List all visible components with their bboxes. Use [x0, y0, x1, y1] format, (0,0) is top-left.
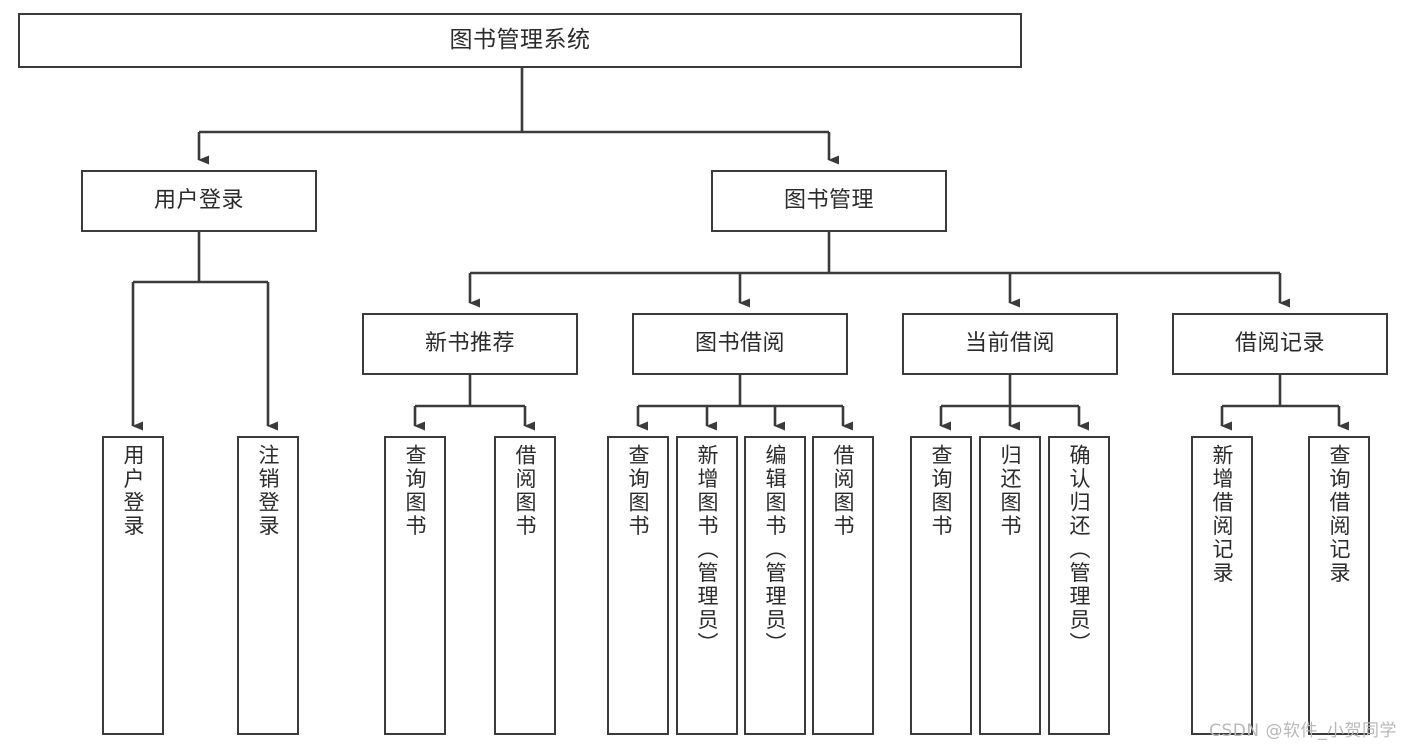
node-leaf-query-book-1-label: 查询图书 — [403, 444, 428, 538]
node-leaf-query-book-2[interactable]: 查询图书 — [607, 436, 669, 735]
node-new-book-recommend-label: 新书推荐 — [424, 331, 515, 357]
node-leaf-query-book-3-label: 查询图书 — [929, 444, 954, 538]
node-leaf-borrow-book-2-label: 借阅图书 — [831, 444, 856, 538]
node-leaf-query-book-1[interactable]: 查询图书 — [384, 436, 446, 735]
node-leaf-query-record-label: 查询借阅记录 — [1327, 444, 1352, 585]
node-leaf-edit-book[interactable]: 编辑图书（管理员） — [744, 436, 806, 735]
node-leaf-query-book-2-label: 查询图书 — [626, 444, 651, 538]
node-leaf-borrow-book-2[interactable]: 借阅图书 — [812, 436, 874, 735]
node-current-borrow-label: 当前借阅 — [964, 331, 1055, 357]
csdn-watermark: CSDN @软件_小贺同学 — [1209, 721, 1397, 741]
node-user-login[interactable]: 用户登录 — [81, 170, 317, 232]
node-book-management-label: 图书管理 — [783, 188, 874, 214]
node-leaf-borrow-book-1[interactable]: 借阅图书 — [494, 436, 556, 735]
node-root[interactable]: 图书管理系统 — [18, 13, 1022, 68]
node-book-borrow[interactable]: 图书借阅 — [632, 313, 848, 375]
node-leaf-add-record[interactable]: 新增借阅记录 — [1191, 436, 1253, 735]
node-new-book-recommend[interactable]: 新书推荐 — [362, 313, 578, 375]
node-book-borrow-label: 图书借阅 — [694, 331, 785, 357]
node-user-login-label: 用户登录 — [153, 188, 244, 214]
node-leaf-edit-book-label: 编辑图书（管理员） — [763, 444, 788, 656]
node-leaf-user-login[interactable]: 用户登录 — [102, 436, 164, 735]
node-leaf-query-record[interactable]: 查询借阅记录 — [1308, 436, 1370, 735]
node-leaf-confirm-return[interactable]: 确认归还（管理员） — [1048, 436, 1110, 735]
node-root-label: 图书管理系统 — [449, 26, 591, 53]
node-leaf-query-book-3[interactable]: 查询图书 — [910, 436, 972, 735]
node-leaf-borrow-book-1-label: 借阅图书 — [513, 444, 538, 538]
node-leaf-logout-login[interactable]: 注销登录 — [237, 436, 299, 735]
node-current-borrow[interactable]: 当前借阅 — [902, 313, 1118, 375]
node-leaf-add-book-label: 新增图书（管理员） — [695, 444, 720, 656]
node-borrow-record[interactable]: 借阅记录 — [1172, 313, 1388, 375]
node-leaf-add-book[interactable]: 新增图书（管理员） — [676, 436, 738, 735]
node-book-management[interactable]: 图书管理 — [711, 170, 947, 232]
node-leaf-logout-login-label: 注销登录 — [256, 444, 281, 538]
node-leaf-confirm-return-label: 确认归还（管理员） — [1067, 444, 1092, 656]
node-leaf-user-login-label: 用户登录 — [121, 444, 146, 538]
node-leaf-return-book[interactable]: 归还图书 — [979, 436, 1041, 735]
node-leaf-add-record-label: 新增借阅记录 — [1210, 444, 1235, 585]
node-leaf-return-book-label: 归还图书 — [998, 444, 1023, 538]
node-borrow-record-label: 借阅记录 — [1234, 331, 1325, 357]
